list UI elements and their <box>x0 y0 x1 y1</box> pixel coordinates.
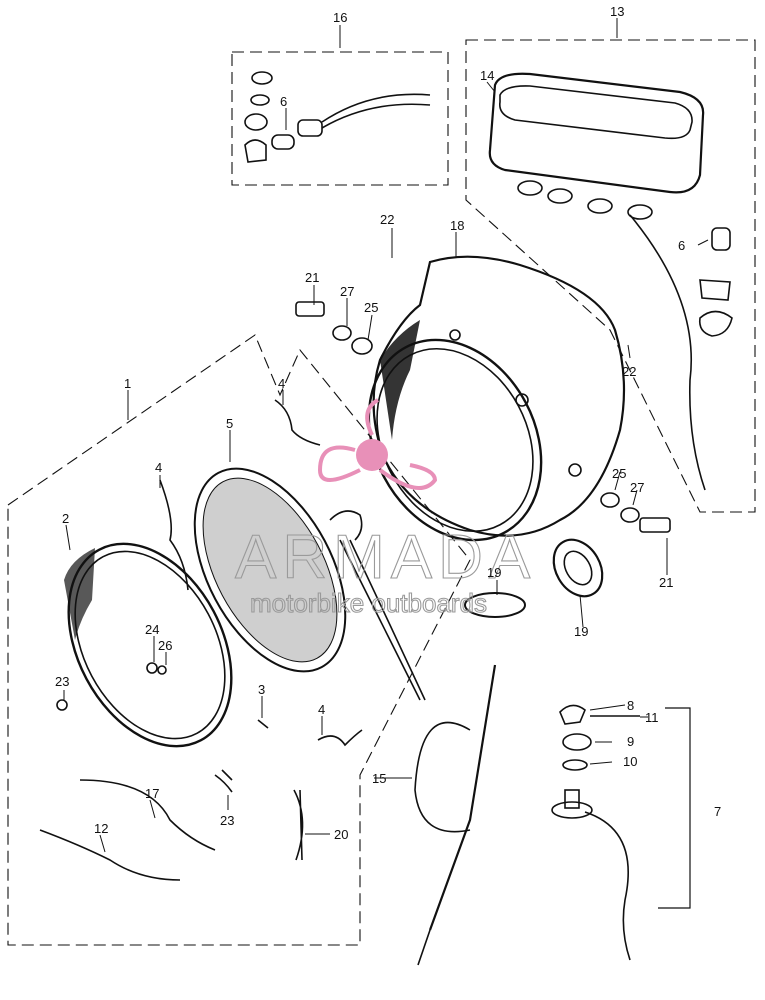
callout-25-upper: 25 <box>364 300 378 315</box>
speedometer-cable <box>414 592 526 966</box>
callout-13: 13 <box>610 4 624 19</box>
callout-14: 14 <box>480 68 494 83</box>
callout-6-meter: 6 <box>678 238 685 253</box>
grommet <box>552 538 604 598</box>
callout-10: 10 <box>623 754 637 769</box>
switch-assembly <box>551 704 640 961</box>
callout-5: 5 <box>226 416 233 431</box>
small-hardware <box>39 301 671 881</box>
callout-24: 24 <box>145 622 159 637</box>
callout-2: 2 <box>62 511 69 526</box>
callout-22-upper: 22 <box>380 212 394 227</box>
callout-22-lower: 22 <box>622 364 636 379</box>
callout-4-top: 4 <box>278 376 285 391</box>
indicator-lamp-parts <box>244 71 431 163</box>
callout-18: 18 <box>450 218 464 233</box>
callout-12: 12 <box>94 821 108 836</box>
assembly-boundaries <box>7 39 756 946</box>
callout-11: 11 <box>645 710 659 725</box>
callout-labels: 16 13 14 6 22 18 6 21 27 25 22 1 4 5 4 2… <box>55 4 721 842</box>
callout-23-lower: 23 <box>220 813 234 828</box>
callout-8: 8 <box>627 698 634 713</box>
callout-21-upper: 21 <box>305 270 319 285</box>
callout-27-lower: 27 <box>630 480 644 495</box>
callout-19-lower: 19 <box>574 624 588 639</box>
callout-17: 17 <box>145 786 159 801</box>
watermark: ARMADA motorbike outboards <box>234 398 536 619</box>
callout-25-lower: 25 <box>612 466 626 481</box>
callout-7: 7 <box>714 804 721 819</box>
callout-26: 26 <box>158 638 172 653</box>
callout-4-lower: 4 <box>318 702 325 717</box>
headlight-case <box>367 255 626 542</box>
callout-4-left: 4 <box>155 460 162 475</box>
callout-23-left: 23 <box>55 674 69 689</box>
callout-6-lamp: 6 <box>280 94 287 109</box>
leader-lines <box>63 18 709 853</box>
callout-21-lower: 21 <box>659 575 673 590</box>
meter-case-assembly <box>488 72 733 491</box>
callout-3: 3 <box>258 682 265 697</box>
headlight-unit <box>193 467 426 701</box>
callout-27-upper: 27 <box>340 284 354 299</box>
callout-9: 9 <box>627 734 634 749</box>
callout-16: 16 <box>333 10 347 25</box>
headlight-rim <box>64 542 233 748</box>
callout-20: 20 <box>334 827 348 842</box>
callout-15: 15 <box>372 771 386 786</box>
callout-19-upper: 19 <box>487 565 501 580</box>
watermark-tagline: motorbike outboards <box>250 588 487 618</box>
callout-1: 1 <box>124 376 131 391</box>
watermark-logo-icon <box>317 398 438 490</box>
watermark-brand: ARMADA <box>235 523 536 592</box>
